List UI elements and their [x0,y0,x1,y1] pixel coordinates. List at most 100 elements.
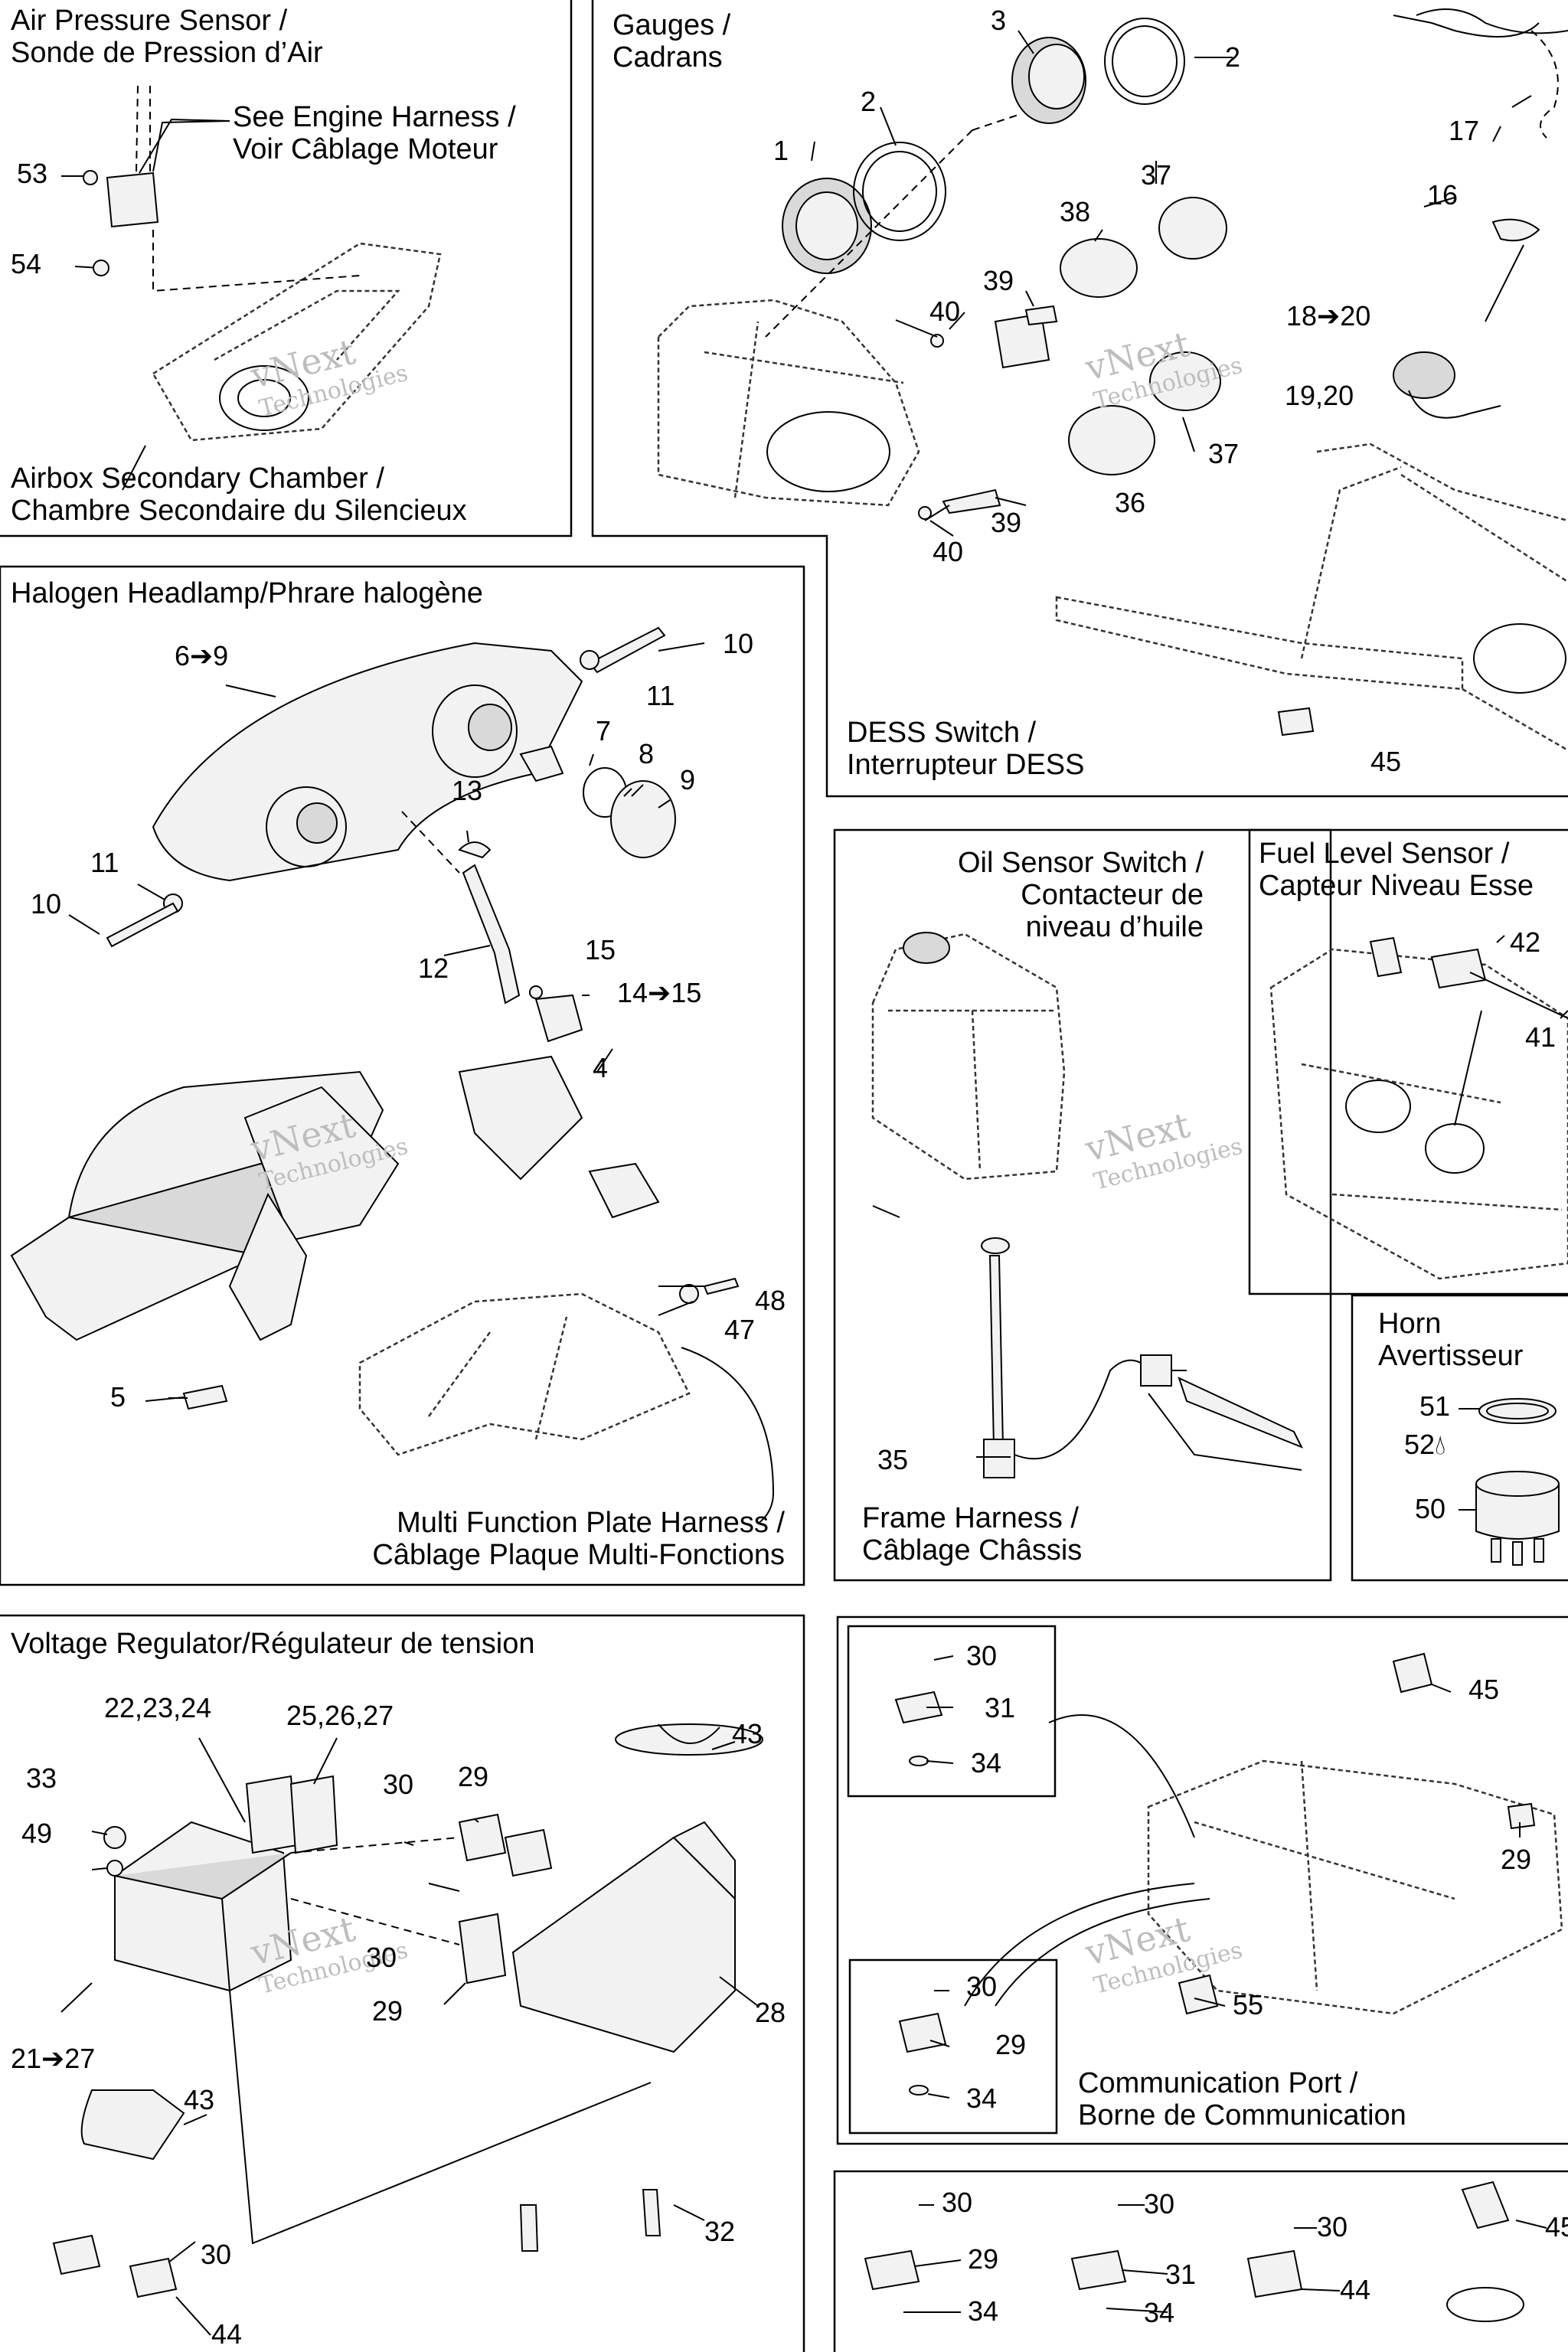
callout-12: 12 [418,952,449,984]
dess-drawing [1055,8,1568,752]
callout-44: 44 [211,2318,243,2350]
callout-30: 30 [1317,2211,1348,2243]
callout-52: 52💧︎ [1404,1430,1446,1459]
oil-sensor-title-fr1: Contacteur de [1021,879,1204,911]
callout-50: 50 [1415,1493,1446,1524]
panel-fuel-border [1248,828,1568,1295]
callout-34: 34 [971,1747,1002,1779]
callout-2: 2 [1225,41,1241,73]
callout-18-20: 18➔20 [1286,300,1371,332]
callout-55: 55 [1233,1989,1264,2020]
panel-comm-border [836,1615,1568,2145]
callout-34: 34 [968,2295,999,2327]
callout-43: 43 [732,1718,763,1749]
callout-13: 13 [452,775,483,806]
callout-37: 37 [1141,159,1172,191]
callout-5: 5 [110,1381,126,1413]
callout-4: 4 [593,1052,609,1083]
callout-30: 30 [201,2239,232,2270]
oil-sensor-title-fr2: niveau d’huile [1025,911,1204,943]
engine-harness-note-fr: Voir Câblage Moteur [233,133,498,165]
callout-30: 30 [942,2187,973,2218]
engine-harness-note-en: See Engine Harness / [233,101,516,133]
horn-title: Horn Avertisseur [1378,1308,1523,1372]
callout-2: 2 [861,86,877,117]
callout-8: 8 [639,738,655,769]
headlamp-title: Halogen Headlamp/Phrare halogène [11,577,483,609]
callout-42: 42 [1510,926,1541,958]
callout-17: 17 [1449,115,1480,146]
callout-9: 9 [680,764,696,795]
gauges-drawing [657,18,1227,521]
callout-45: 45 [1468,1674,1500,1705]
voltage-regulator-title: Voltage Regulator/Régulateur de tension [11,1628,535,1660]
callout-49: 49 [21,1818,53,1849]
horn-title-en: Horn [1378,1308,1442,1340]
callout-48: 48 [755,1285,786,1316]
gauges-title-en: Gauges / [612,9,731,41]
horn-title-fr: Avertisseur [1378,1340,1524,1372]
leader-lines [60,30,1568,2336]
callout-22-24: 22,23,24 [104,1692,212,1723]
callout-51: 51 [1419,1390,1451,1422]
callout-3: 3 [991,5,1007,36]
callout-15: 15 [585,934,616,965]
callout-47: 47 [724,1314,756,1345]
callout-10: 10 [31,888,62,920]
callout-29: 29 [968,2243,999,2275]
communication-port-label: Communication Port / Borne de Communicat… [1078,2067,1406,2132]
multi-function-harness-label: Multi Function Plate Harness / Câblage P… [291,1507,785,1571]
callout-21-27: 21➔27 [11,2043,96,2074]
panel-bottom-border [833,2170,1568,2352]
airbox-label: Airbox Secondary Chamber / Chambre Secon… [11,462,467,527]
callout-29: 29 [372,1995,403,2027]
bottom-clips-drawing [864,2180,1524,2322]
callout-39: 39 [983,265,1014,296]
callout-38: 38 [1060,196,1091,227]
engine-harness-note: See Engine Harness / Voir Câblage Moteur [233,101,516,165]
callout-39: 39 [991,507,1022,538]
callout-29: 29 [458,1761,489,1792]
panel-air-pressure-border [0,0,573,537]
fuel-level-title-fr: Capteur Niveau Esse [1259,870,1534,902]
gauges-title-fr: Cadrans [612,41,723,74]
callout-36: 36 [1115,487,1146,518]
callout-53: 53 [17,158,48,189]
airbox-drawing [61,85,442,491]
panel-headlamp-border [0,565,805,1586]
callout-40: 40 [933,536,964,567]
comm-port-drawing [894,1652,1563,2096]
callout-28: 28 [755,1997,786,2028]
panel-voltage-border [0,1614,805,2352]
oil-drop-icon: 💧︎ [1435,1429,1446,1460]
fuel-tank-drawing [1269,936,1568,1280]
callout-10: 10 [723,628,754,659]
dess-title-en: DESS Switch / [847,717,1037,749]
callout-32: 32 [704,2216,736,2247]
communication-port-en: Communication Port / [1078,2067,1358,2099]
air-pressure-title-fr: Sonde de Pression d’Air [11,37,323,69]
callout-44: 44 [1340,2274,1371,2305]
callout-34: 34 [1144,2297,1175,2328]
callout-1: 1 [773,135,789,166]
fuel-level-title: Fuel Level Sensor / Capteur Niveau Esse [1259,838,1534,902]
multi-function-harness-fr: Câblage Plaque Multi-Fonctions [372,1539,785,1571]
callout-41: 41 [1525,1021,1557,1053]
multi-function-harness-en: Multi Function Plate Harness / [397,1507,785,1539]
callout-35: 35 [877,1444,909,1475]
callout-16: 16 [1427,179,1459,211]
dess-title: DESS Switch / Interrupteur DESS [847,717,1084,781]
callout-34: 34 [966,2082,998,2114]
callout-37: 37 [1208,438,1240,469]
callout-52-text: 52 [1404,1429,1436,1460]
air-pressure-title-en: Air Pressure Sensor / [11,5,288,37]
callout-25-27: 25,26,27 [286,1700,394,1731]
callout-43: 43 [184,2084,215,2115]
gauges-title: Gauges / Cadrans [612,9,730,74]
callout-11: 11 [90,847,119,878]
callout-14-15: 14➔15 [617,977,702,1008]
callout-40: 40 [929,296,961,327]
inset-clip-top [847,1625,1057,1798]
panel-gauges-border [591,0,1568,798]
